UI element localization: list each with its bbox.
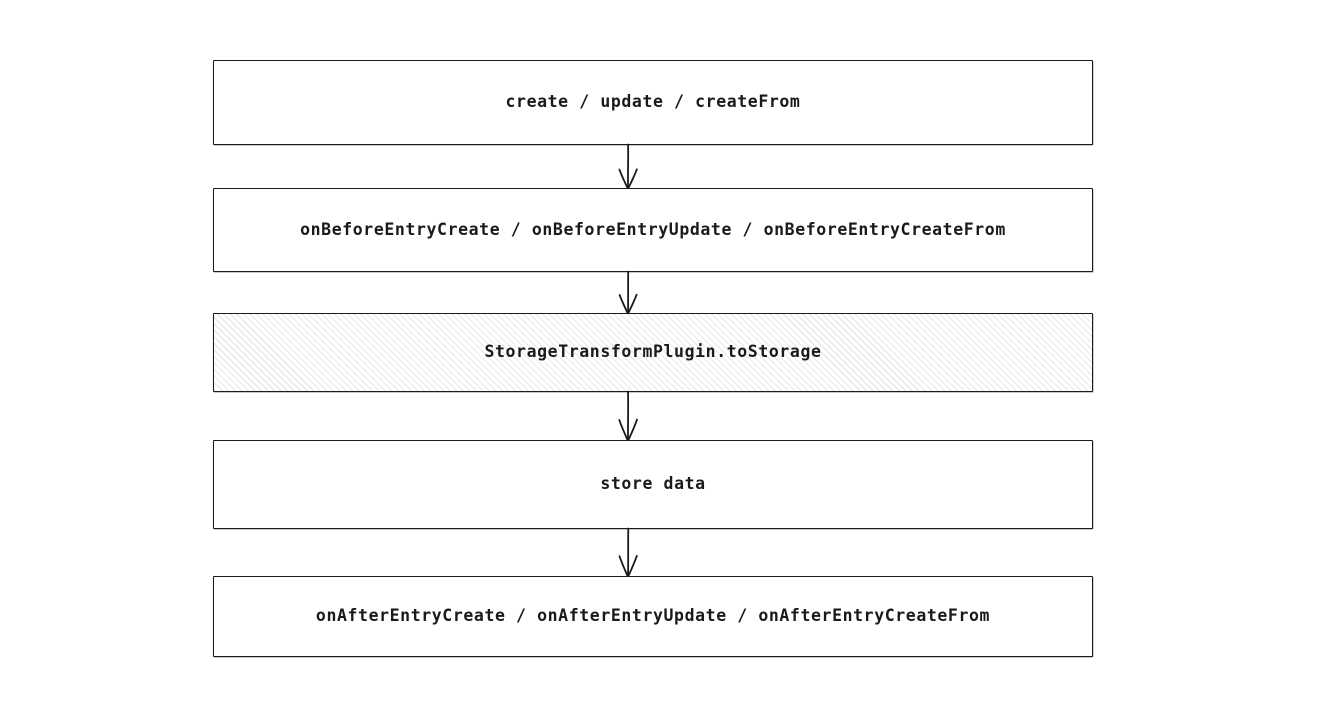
flow-arrow-3 — [610, 390, 646, 442]
flow-node-label: StorageTransformPlugin.toStorage — [484, 342, 822, 362]
flow-arrow-4 — [610, 527, 646, 578]
flow-node-label: onBeforeEntryCreate / onBeforeEntryUpdat… — [300, 219, 1006, 239]
flow-node-storage-transform-to-storage: StorageTransformPlugin.toStorage — [213, 313, 1093, 392]
flow-node-before-entry-hooks: onBeforeEntryCreate / onBeforeEntryUpdat… — [213, 188, 1093, 272]
flow-node-label: onAfterEntryCreate / onAfterEntryUpdate … — [315, 606, 991, 626]
flow-arrow-1 — [610, 143, 646, 190]
flow-node-entry-operations: create / update / createFrom — [213, 60, 1093, 145]
flow-node-label: create / update / createFrom — [505, 92, 801, 112]
flow-node-label: store data — [600, 474, 706, 494]
flow-node-store-data: store data — [213, 440, 1093, 529]
flow-node-after-entry-hooks: onAfterEntryCreate / onAfterEntryUpdate … — [213, 576, 1093, 657]
flow-arrow-2 — [610, 270, 646, 315]
